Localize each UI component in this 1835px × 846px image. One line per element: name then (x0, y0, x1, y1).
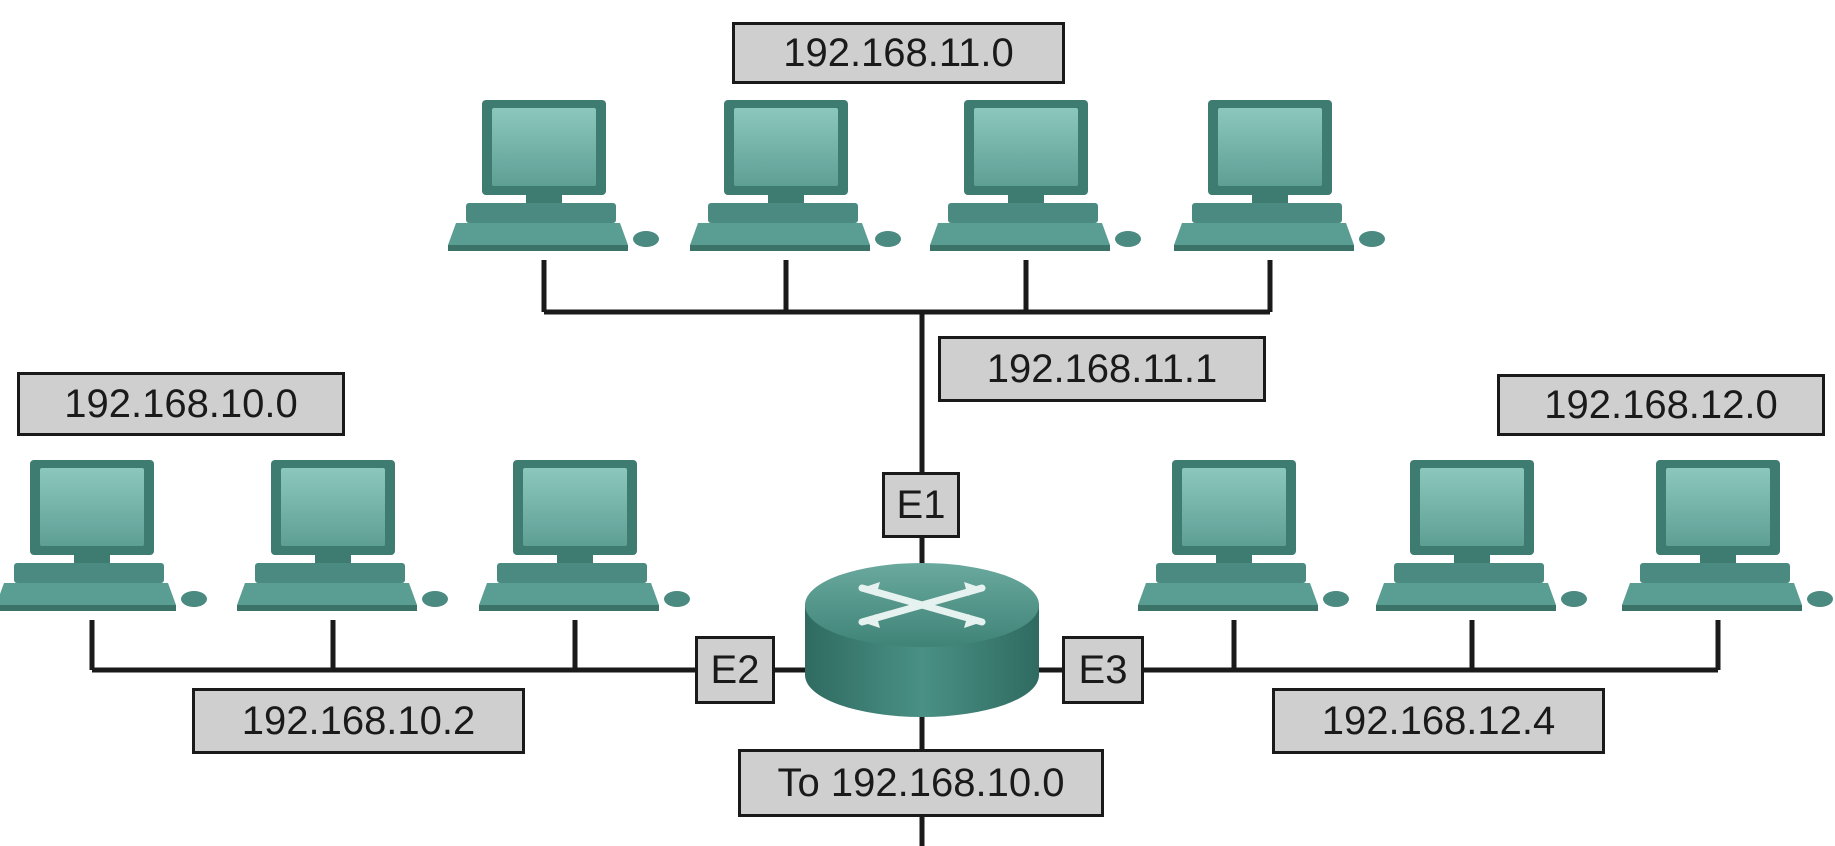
top-gateway-label: 192.168.11.1 (938, 336, 1266, 402)
right-network-label: 192.168.12.0 (1497, 374, 1825, 436)
computer-icon (479, 460, 690, 611)
left-segment-wiring (89, 620, 805, 673)
computer-icon (448, 100, 659, 251)
router-icon (805, 563, 1039, 717)
computer-icon (690, 100, 901, 251)
interface-e3-label: E3 (1062, 636, 1144, 704)
computer-icon (1622, 460, 1833, 611)
interface-e1-label: E1 (882, 472, 960, 538)
computer-icon (930, 100, 1141, 251)
computer-icon (1174, 100, 1385, 251)
computer-icon (1376, 460, 1587, 611)
computer-icon (0, 460, 207, 611)
right-host-label: 192.168.12.4 (1272, 688, 1605, 754)
interface-e2-label: E2 (695, 636, 775, 704)
computer-icon (1138, 460, 1349, 611)
left-network-label: 192.168.10.0 (17, 372, 345, 436)
uplink-label: To 192.168.10.0 (738, 749, 1104, 817)
top-network-label: 192.168.11.0 (732, 22, 1065, 84)
left-host-label: 192.168.10.2 (192, 688, 525, 754)
computer-icon (237, 460, 448, 611)
